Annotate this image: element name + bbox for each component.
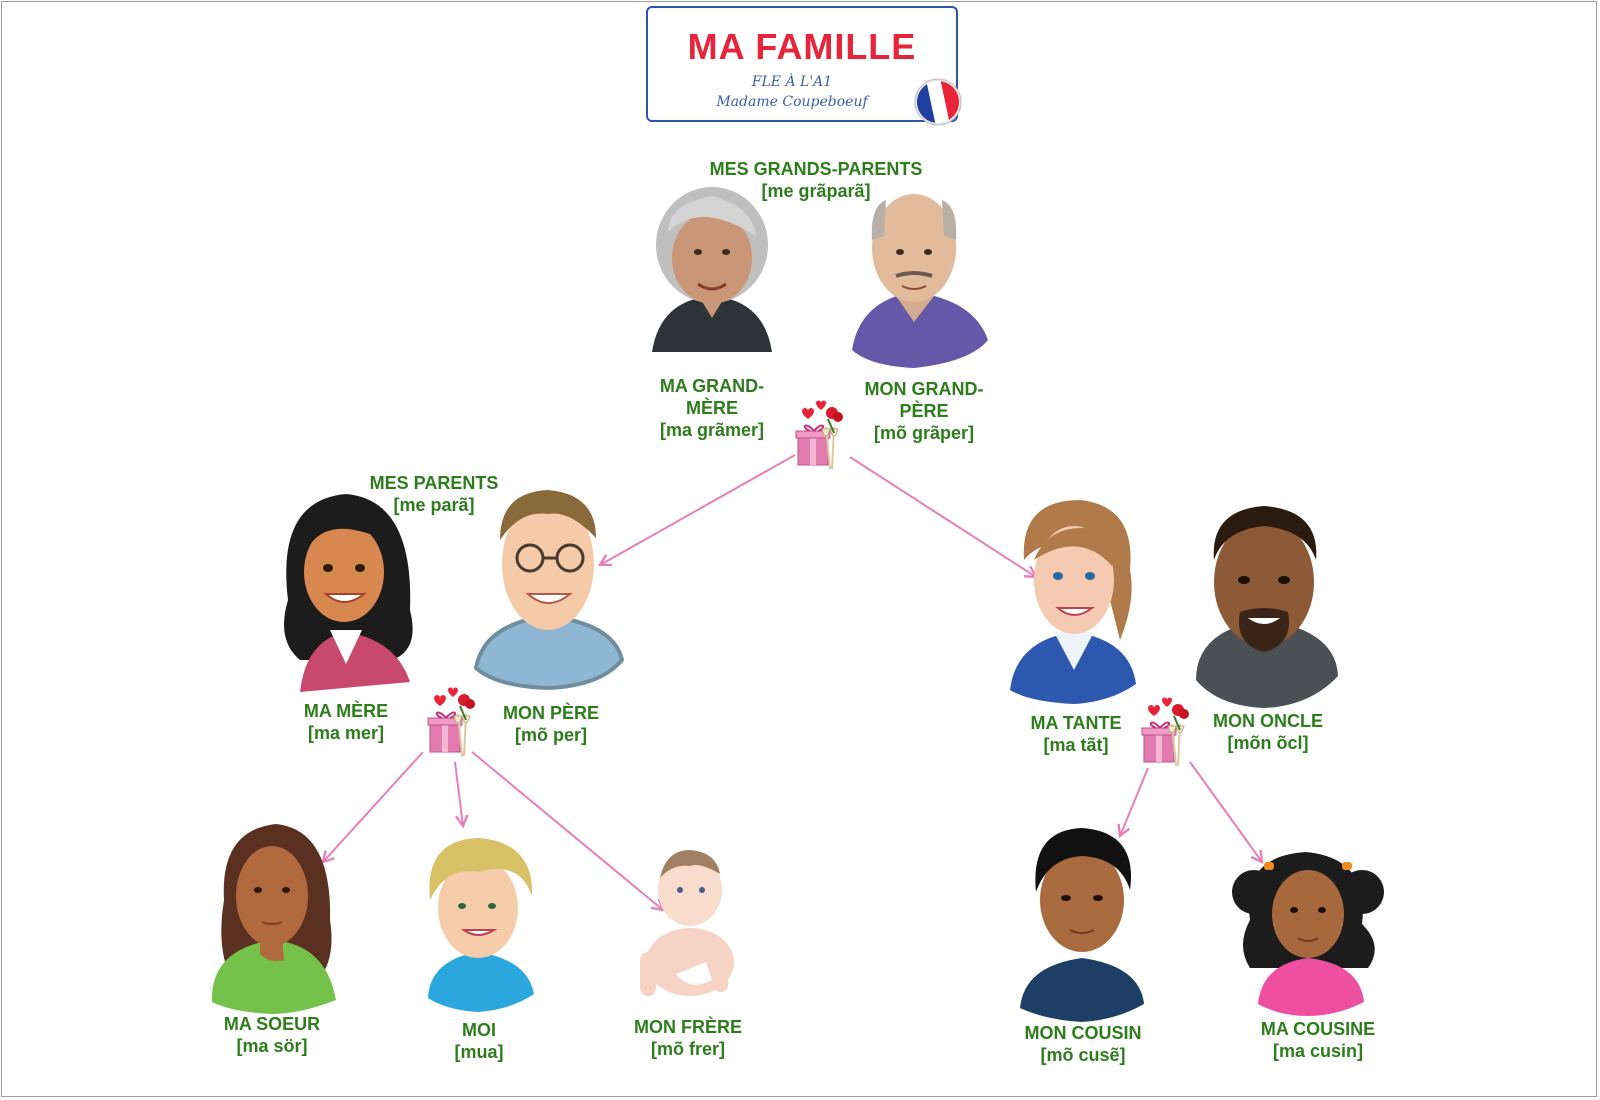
cousin-boy-portrait [1020, 828, 1144, 1022]
label-oncle-word: MON ONCLE [1213, 711, 1323, 731]
label-frere-phon: [mõ frer] [650, 1039, 725, 1059]
label-frere: MON FRÈRE [mõ frer] [634, 1016, 742, 1060]
label-moi-word: MOI [462, 1020, 496, 1040]
label-parents: MES PARENTS [me parã] [370, 472, 499, 516]
label-grandmere-word-2: MÈRE [685, 398, 739, 418]
label-tante: MA TANTE [ma tãt] [1031, 712, 1122, 756]
label-tante-word: MA TANTE [1030, 713, 1122, 733]
uncle-portrait [1196, 506, 1338, 708]
label-soeur: MA SOEUR [ma sör] [224, 1013, 320, 1057]
sister-portrait [211, 824, 336, 1014]
label-frere-word: MON FRÈRE [634, 1017, 742, 1037]
arrow-parents-to-moi [454, 761, 463, 826]
label-moi-phon: [mua] [454, 1042, 504, 1062]
label-grandpere-word-2: PÈRE [899, 401, 949, 421]
label-grandparents: MES GRANDS-PARENTS [me grãparã] [710, 158, 923, 202]
label-grandmere-word-1: MA GRAND- [659, 376, 765, 396]
label-moi: MOI [mua] [455, 1019, 504, 1063]
label-mere-word: MA MÈRE [303, 701, 389, 721]
gift-parents-icon [427, 686, 476, 757]
label-tante-phon: [ma tãt] [1043, 735, 1109, 755]
mother-portrait [284, 494, 413, 692]
gift-oncle-tante-icon [1141, 696, 1190, 767]
arrow-parents-to-soeur [323, 751, 424, 862]
label-cousin-word: MON COUSIN [1024, 1023, 1142, 1043]
cousin-girl-portrait [1232, 852, 1384, 1016]
label-parents-phon: [me parã] [393, 495, 475, 515]
label-grandmere: MA GRAND- MÈRE [ma grãmer] [660, 375, 764, 441]
label-mere-phon: [ma mer] [307, 723, 385, 743]
grandmother-portrait [652, 187, 772, 352]
arrow-parents-to-frere [471, 751, 663, 910]
label-pere: MON PÈRE [mõ per] [503, 702, 599, 746]
author-name: Madame Coupeboeuf [716, 94, 868, 110]
label-pere-word: MON PÈRE [502, 703, 600, 723]
label-parents-word: MES PARENTS [369, 473, 499, 493]
label-grandpere-word-1: MON GRAND- [864, 379, 984, 399]
label-pere-phon: [mõ per] [514, 725, 587, 745]
label-grandmere-phon: [ma grãmer] [659, 420, 765, 440]
label-cousin-phon: [mõ cusẽ] [1040, 1045, 1126, 1065]
father-portrait [473, 490, 625, 691]
aunt-portrait [1010, 500, 1136, 704]
label-cousine-word: MA COUSINE [1260, 1019, 1376, 1039]
arrow-oncle-tante-to-cousin [1120, 767, 1149, 836]
arrow-grandparents-to-tante [849, 456, 1036, 577]
grandfather-portrait [852, 194, 988, 368]
page-title: MA FAMILLE [687, 26, 917, 67]
me-portrait [428, 838, 534, 1012]
gift-grandparents-icon [795, 399, 844, 470]
label-cousine: MA COUSINE [ma cusin] [1261, 1018, 1375, 1062]
brother-portrait [640, 850, 734, 996]
label-grandparents-word: MES GRANDS-PARENTS [709, 159, 923, 179]
label-grandpere-phon: [mõ grãper] [873, 423, 974, 443]
label-cousine-phon: [ma cusin] [1272, 1041, 1364, 1061]
page-subtitle: FLE À L'A1 [751, 74, 833, 90]
label-mere: MA MÈRE [ma mer] [304, 700, 388, 744]
label-cousin: MON COUSIN [mõ cusẽ] [1025, 1022, 1142, 1066]
french-flag-icon [914, 78, 962, 126]
label-soeur-phon: [ma sör] [236, 1036, 308, 1056]
arrow-grandparents-to-pere [600, 454, 796, 565]
arrow-oncle-tante-to-cousine [1189, 761, 1262, 862]
label-soeur-word: MA SOEUR [223, 1014, 321, 1034]
label-grandparents-phon: [me grãparã] [761, 181, 871, 201]
title-card: MA FAMILLE FLE À L'A1 Madame Coupeboeuf [646, 6, 958, 122]
label-oncle: MON ONCLE [mõn õcl] [1213, 710, 1323, 754]
label-grandpere: MON GRAND- PÈRE [mõ grãper] [865, 378, 984, 444]
label-oncle-phon: [mõn õcl] [1227, 733, 1309, 753]
